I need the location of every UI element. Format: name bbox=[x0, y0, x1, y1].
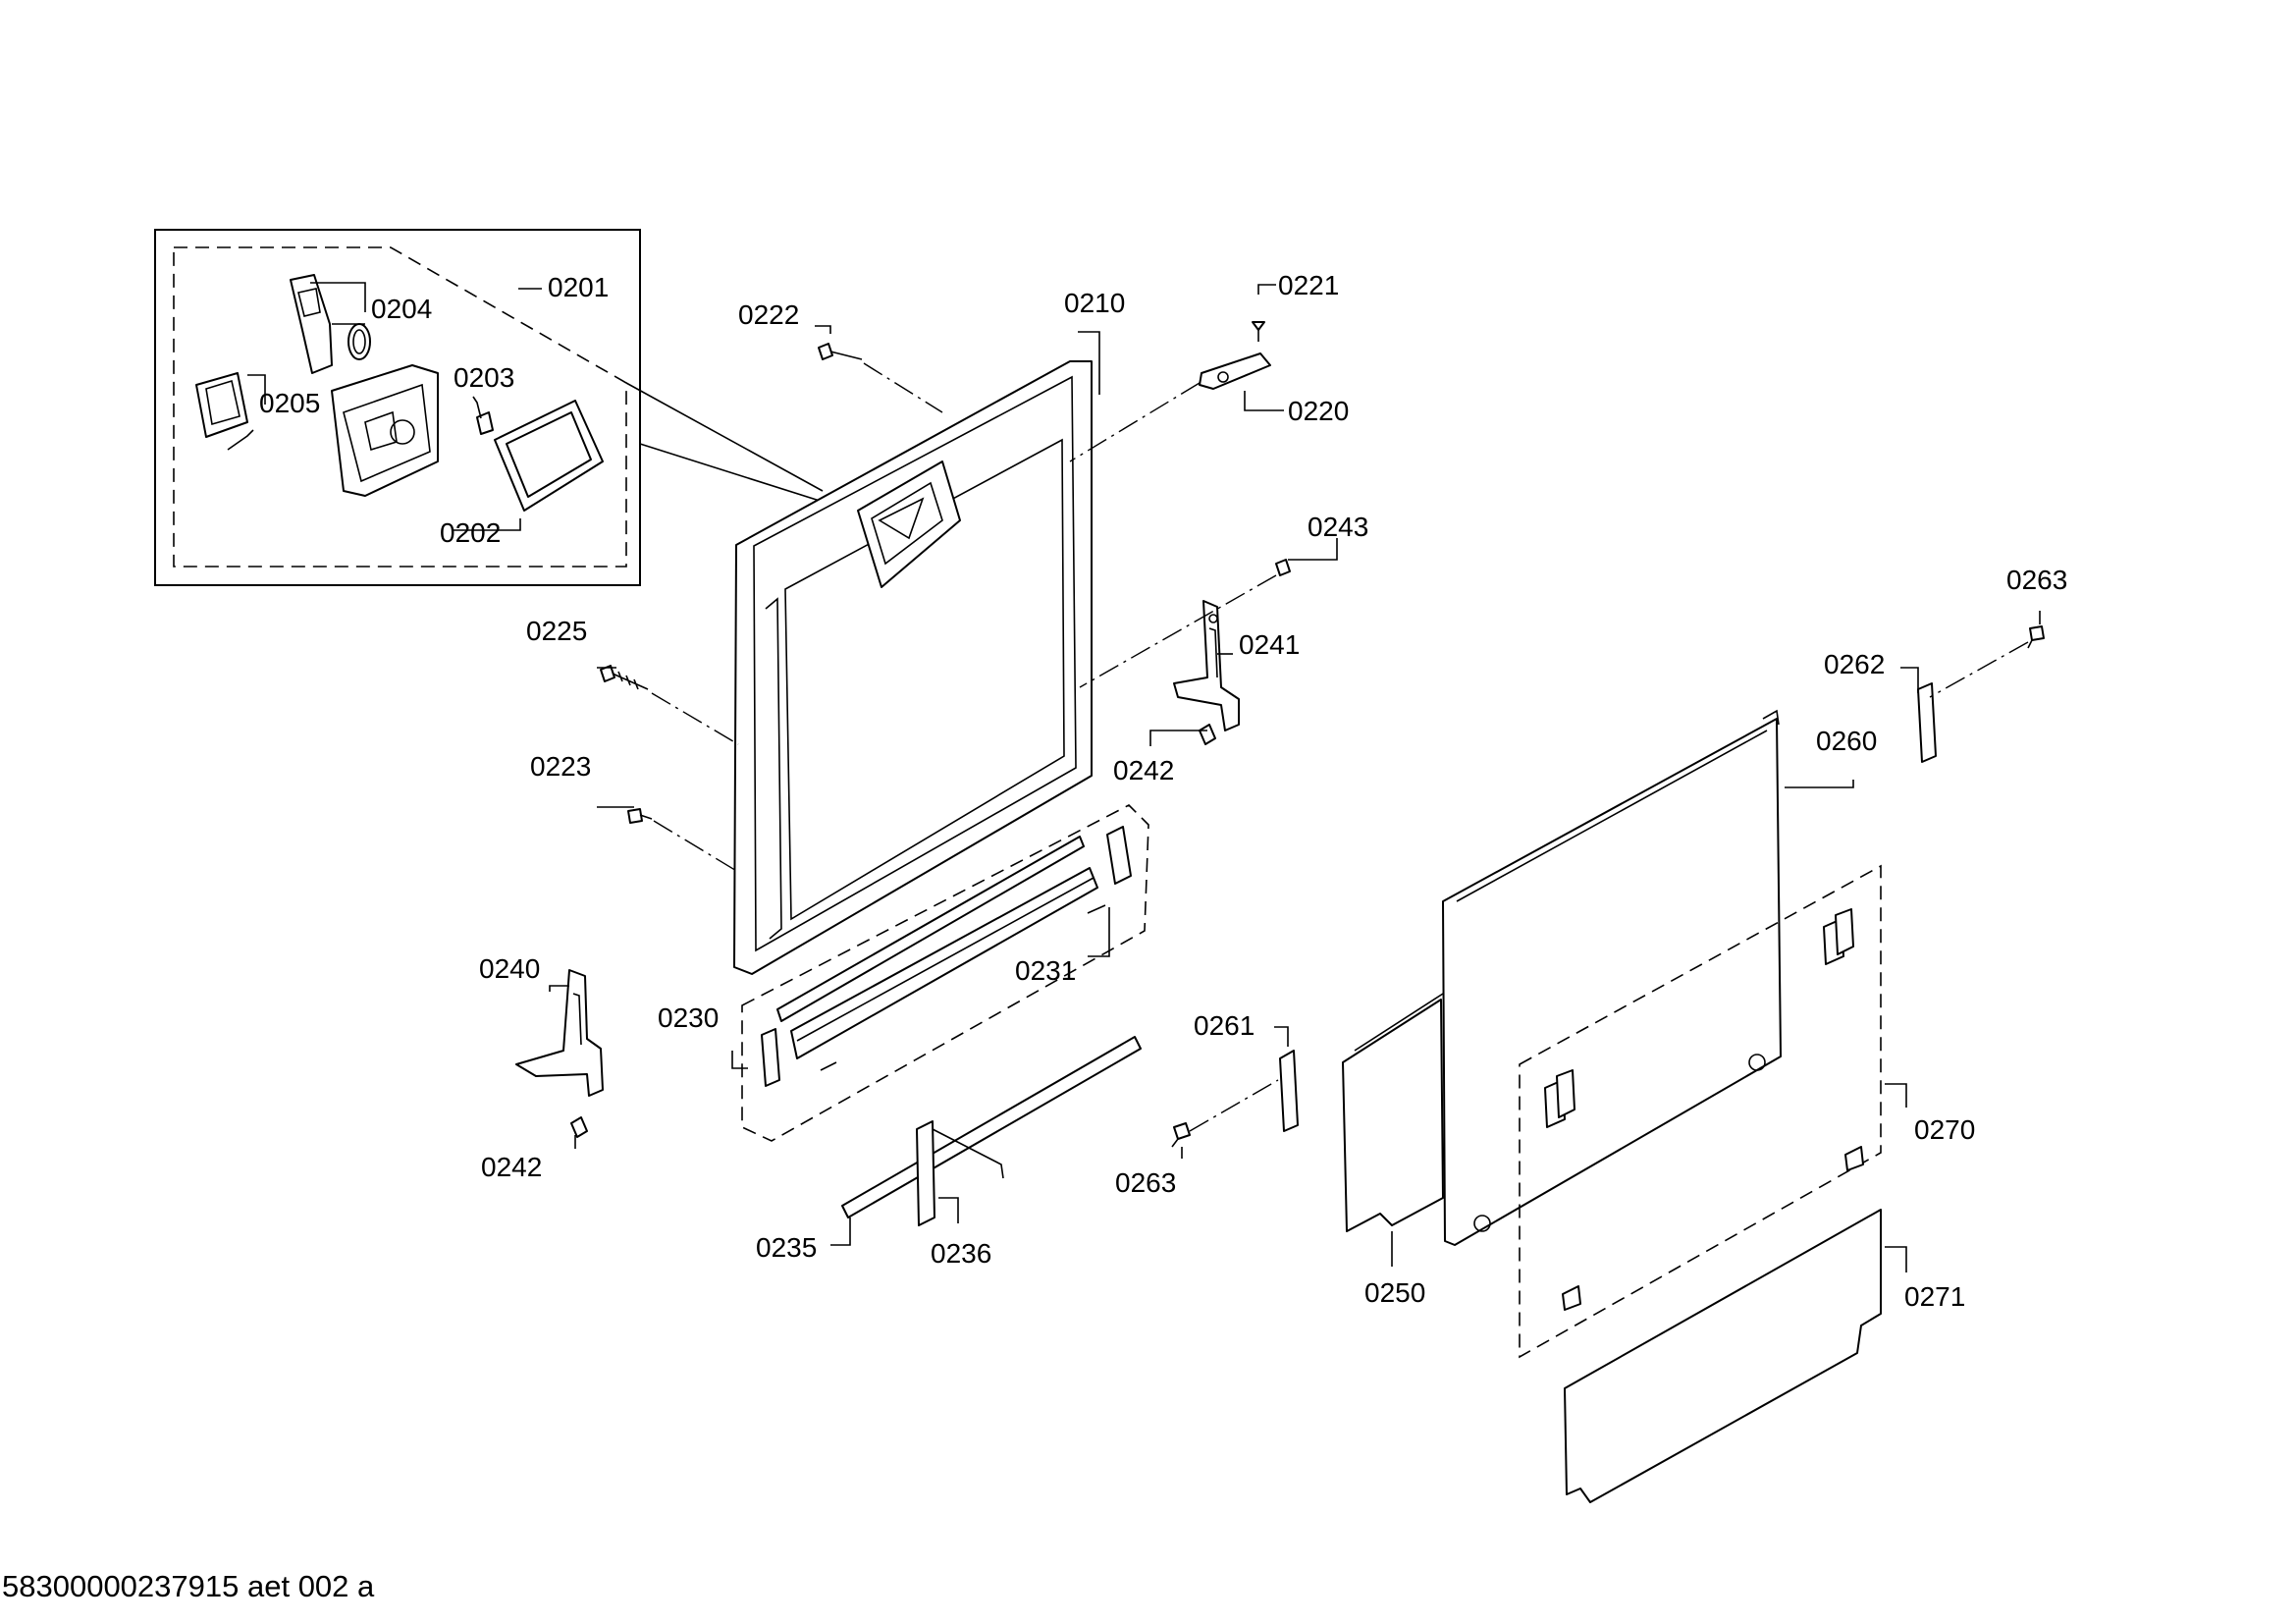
label-0230: 0230 bbox=[658, 1002, 719, 1033]
label-0201: 0201 bbox=[548, 272, 609, 302]
detail-box-dispenser bbox=[154, 229, 824, 586]
screw-0221-part bbox=[1252, 321, 1265, 342]
label-0222: 0222 bbox=[738, 299, 799, 330]
panel-0260-part bbox=[1442, 709, 1782, 1246]
label-0203: 0203 bbox=[454, 362, 514, 393]
clip-0242-upper-part bbox=[1199, 724, 1216, 745]
screw-0263-right-part bbox=[2027, 625, 2045, 649]
label-0261: 0261 bbox=[1194, 1010, 1255, 1041]
strip-0261-part bbox=[1279, 1050, 1299, 1132]
label-0231: 0231 bbox=[1015, 955, 1076, 986]
insulation-0250-part bbox=[1342, 993, 1444, 1232]
label-0243: 0243 bbox=[1308, 512, 1368, 542]
label-0221: 0221 bbox=[1278, 270, 1339, 300]
dispenser-housing-0201-part bbox=[331, 364, 439, 497]
screw-0222-part bbox=[818, 343, 863, 360]
label-0263-right: 0263 bbox=[2006, 565, 2067, 595]
label-0270: 0270 bbox=[1914, 1114, 1975, 1145]
hinge-0241-part bbox=[1173, 600, 1240, 731]
screw-0223-part bbox=[627, 808, 653, 824]
lower-trim-assembly-0230 bbox=[741, 804, 1149, 1142]
dispenser-clip-0203-part bbox=[476, 411, 494, 435]
inner-door-0210-part bbox=[733, 360, 1093, 975]
label-0235: 0235 bbox=[756, 1232, 817, 1263]
seal-ring-0204-part bbox=[347, 323, 371, 360]
label-0271: 0271 bbox=[1904, 1281, 1965, 1312]
label-0241: 0241 bbox=[1239, 629, 1300, 660]
label-0242-lower: 0242 bbox=[481, 1152, 542, 1182]
label-0220: 0220 bbox=[1288, 396, 1349, 426]
bracket-0220-part bbox=[1199, 352, 1271, 390]
label-0263-left: 0263 bbox=[1115, 1167, 1176, 1198]
clip-0242-lower-part bbox=[570, 1116, 588, 1138]
label-0262: 0262 bbox=[1824, 649, 1885, 679]
leader-lines bbox=[247, 282, 2041, 1272]
label-0240: 0240 bbox=[479, 953, 540, 984]
dispenser-cover-0204-part bbox=[290, 274, 333, 374]
screw-0243-part bbox=[1275, 559, 1291, 576]
drawing-id: 58300000237915 aet 002 a bbox=[2, 1569, 375, 1603]
label-0202: 0202 bbox=[440, 517, 501, 548]
strip-0262-part bbox=[1917, 682, 1937, 763]
label-0236: 0236 bbox=[931, 1238, 991, 1269]
hinge-0240-part bbox=[515, 969, 604, 1097]
part-labels: 0201 0202 0203 0204 0205 0210 0220 0221 … bbox=[259, 270, 2067, 1312]
label-0210: 0210 bbox=[1064, 288, 1125, 318]
bracket-set-0270 bbox=[1519, 864, 1882, 1359]
screw-0263-left-part bbox=[1171, 1122, 1191, 1148]
dispenser-frame-0202-part bbox=[494, 400, 604, 512]
label-0260: 0260 bbox=[1816, 726, 1877, 756]
screw-0225-part bbox=[600, 665, 649, 690]
dispenser-lid-0205-part bbox=[195, 372, 254, 451]
label-0250: 0250 bbox=[1364, 1277, 1425, 1308]
label-0225: 0225 bbox=[526, 616, 587, 646]
label-0205: 0205 bbox=[259, 388, 320, 418]
assembly-lines bbox=[651, 362, 2029, 1132]
kick-plate-0271-part bbox=[1564, 1209, 1882, 1503]
rail-0235-part bbox=[841, 1036, 1142, 1226]
label-0242-upper: 0242 bbox=[1113, 755, 1174, 785]
label-0223: 0223 bbox=[530, 751, 591, 782]
label-0204: 0204 bbox=[371, 294, 432, 324]
